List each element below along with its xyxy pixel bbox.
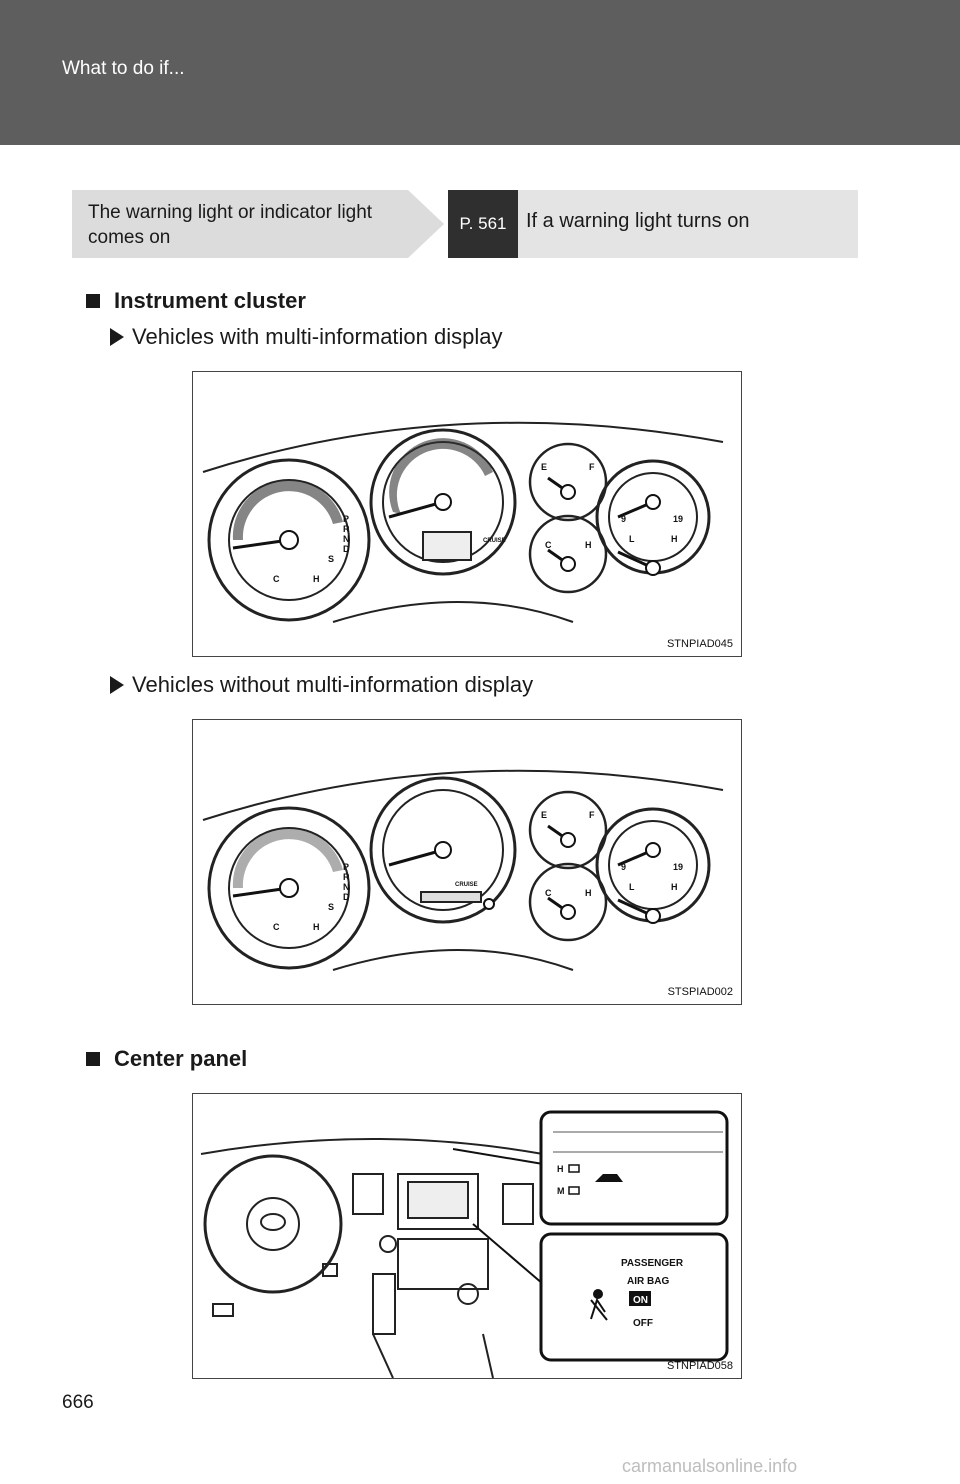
subheading-label: Vehicles without multi-information displ… (132, 672, 534, 697)
cluster-illustration: P R N D S C H E F C H 9 19 L H CRUISE (202, 769, 724, 971)
airbag-label: AIR BAG (627, 1276, 669, 1287)
oil-low-label: L (629, 882, 635, 892)
temp-hot-label: H (313, 574, 320, 584)
off-label: OFF (633, 1318, 653, 1329)
oil-high-label: H (671, 534, 678, 544)
fuel-full-label: F (589, 810, 595, 820)
water-hot-label: H (585, 540, 592, 550)
water-cold-label: C (545, 540, 552, 550)
figure-code: STSPIAD002 (667, 986, 733, 998)
gear-d-label: D (343, 544, 350, 554)
fuel-empty-label: E (541, 810, 547, 820)
reference-action-box: If a warning light turns on (518, 190, 858, 258)
oil-high-label: H (671, 882, 678, 892)
subheading-without-mid: Vehicles without multi-information displ… (110, 672, 533, 698)
gear-n-label: N (343, 534, 350, 544)
passenger-label: PASSENGER (621, 1258, 684, 1269)
reference-page-link[interactable]: P. 561 (448, 190, 518, 258)
figure-cluster-with-mid: P R N D S C H E F C H 9 19 L H CRUISE ST… (192, 371, 742, 657)
gear-r-label: R (343, 524, 350, 534)
gear-s-label: S (328, 902, 334, 912)
on-label: ON (633, 1295, 648, 1306)
watermark: carmanualsonline.info (622, 1456, 798, 1476)
cluster-illustration: P R N D S C H E F C H 9 19 L H CRUISE (202, 421, 724, 623)
seatbelt-icon (590, 1289, 608, 1321)
reference-condition-box: The warning light or indicator light com… (72, 190, 444, 258)
gear-p-label: P (343, 862, 349, 872)
subheading-label: Vehicles with multi-information display (132, 324, 503, 349)
gear-p-label: P (343, 514, 349, 524)
mid-label: M (557, 1186, 565, 1196)
volt-high-label: 19 (673, 514, 683, 524)
water-cold-label: C (545, 888, 552, 898)
oil-low-label: L (629, 534, 635, 544)
square-bullet-icon (86, 1052, 100, 1066)
figure-center-panel: H M PASSENGER AIR BAG OFF ON STNPIAD058 (192, 1093, 742, 1379)
temp-cold-label: C (273, 574, 280, 584)
triangle-bullet-icon (110, 328, 124, 346)
reference-action: If a warning light turns on (526, 210, 750, 232)
volt-low-label: 9 (621, 514, 626, 524)
cruise-label: CRUISE (455, 882, 478, 888)
page-header: What to do if... (0, 0, 960, 145)
section-center-panel: Center panel (86, 1046, 247, 1072)
triangle-bullet-icon (110, 676, 124, 694)
water-hot-label: H (585, 888, 592, 898)
figure-cluster-without-mid: P R N D S C H E F C H 9 19 L H CRUISE ST… (192, 719, 742, 1005)
reference-condition: The warning light or indicator light com… (88, 202, 373, 248)
subheading-with-mid: Vehicles with multi-information display (110, 324, 503, 350)
gear-r-label: R (343, 872, 350, 882)
high-label: H (557, 1164, 564, 1174)
gear-d-label: D (343, 892, 350, 902)
section-title: Instrument cluster (114, 288, 306, 313)
reference-bar: The warning light or indicator light com… (72, 190, 858, 258)
temp-hot-label: H (313, 922, 320, 932)
section-title: Center panel (114, 1046, 248, 1071)
gear-n-label: N (343, 882, 350, 892)
figure-code: STNPIAD058 (666, 1360, 733, 1372)
fuel-empty-label: E (541, 462, 547, 472)
page-number: 666 (62, 1392, 94, 1413)
section-instrument-cluster: Instrument cluster (86, 288, 306, 314)
temp-cold-label: C (273, 922, 280, 932)
volt-low-label: 9 (621, 862, 626, 872)
square-bullet-icon (86, 294, 100, 308)
fuel-full-label: F (589, 462, 595, 472)
figure-code: STNPIAD045 (666, 638, 733, 650)
header-title: What to do if... (62, 58, 185, 79)
volt-high-label: 19 (673, 862, 683, 872)
cruise-label: CRUISE (483, 538, 506, 544)
center-panel-illustration: H M PASSENGER AIR BAG OFF ON (200, 1110, 729, 1378)
gear-s-label: S (328, 554, 334, 564)
